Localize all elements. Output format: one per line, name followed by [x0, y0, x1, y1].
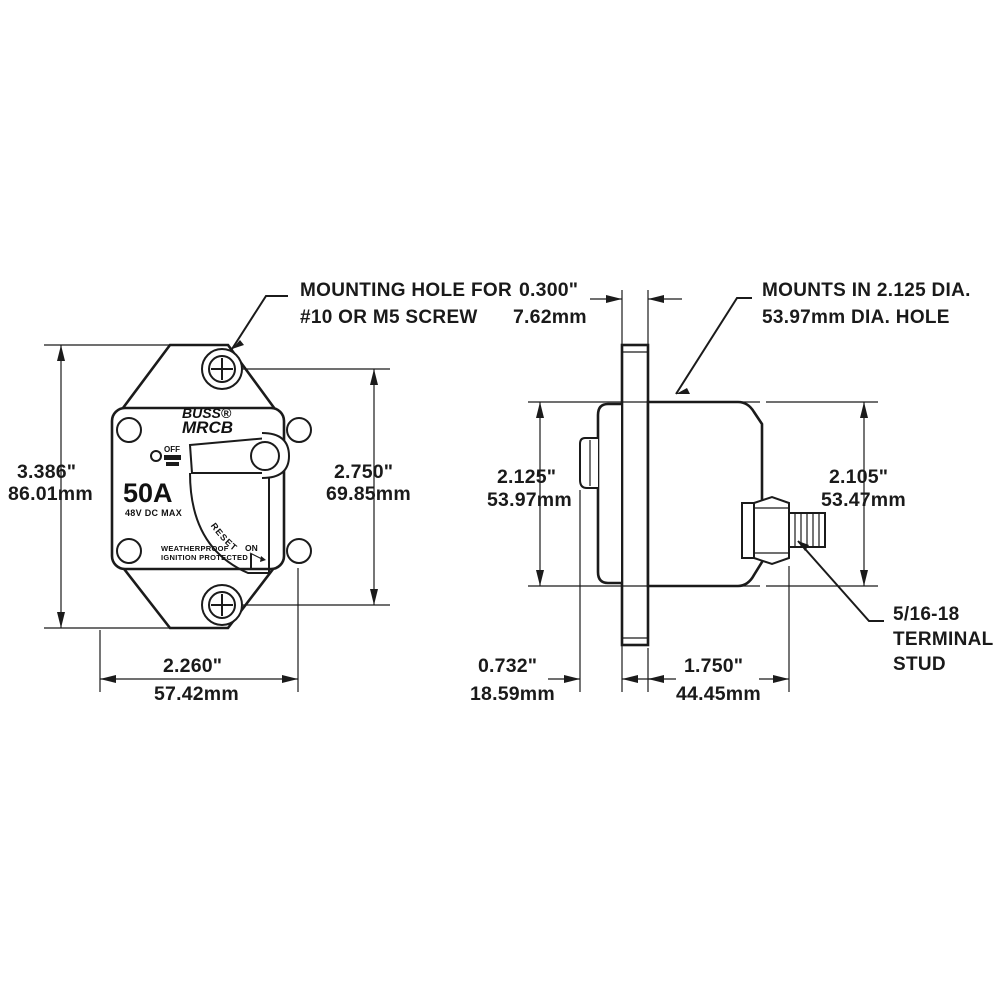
reset-lever-pivot: [250, 441, 280, 471]
dim-front-width-inch: 2.260": [163, 655, 222, 677]
arrow-front-height-bottom: [57, 612, 65, 628]
certification-line2: IGNITION PROTECTED: [161, 553, 248, 562]
dim-hole-spacing-mm: 69.85mm: [326, 483, 411, 505]
amp-rating-label: 50A: [123, 478, 173, 508]
leader-arrow-mounts-in: [676, 388, 690, 394]
leader-mounts-in: [675, 297, 752, 395]
side-flange: [620, 343, 650, 647]
dim-overall-height-mm: 53.47mm: [821, 489, 906, 511]
dim-front-height-mm: 86.01mm: [8, 483, 93, 505]
note-mounts-in-line1: MOUNTS IN 2.125 DIA.: [762, 280, 971, 301]
leader-mounting-hole: [231, 295, 288, 350]
arrow-flange-right: [648, 295, 664, 303]
dim-front-depth-inch: 0.732": [478, 655, 537, 677]
arrow-rear-depth-left: [648, 675, 664, 683]
on-label: ON: [245, 543, 258, 553]
reset-arrow-head: [260, 556, 266, 562]
dim-rear-depth-inch: 1.750": [684, 655, 743, 677]
dim-body-dia-mm: 53.97mm: [487, 489, 572, 511]
dim-overall-height-inch: 2.105": [829, 466, 888, 488]
side-view: [579, 343, 826, 647]
note-terminal-stud-line3: STUD: [893, 654, 946, 675]
note-terminal-stud-line2: TERMINAL: [893, 629, 994, 650]
arrow-body-dia-bottom: [536, 570, 544, 586]
reset-dial-skirt: [189, 472, 270, 574]
arrow-front-width-right: [282, 675, 298, 683]
off-indicator-bar: [164, 455, 181, 460]
certification-line1: WEATHERPROOF: [161, 544, 229, 553]
arrow-flange-left: [606, 295, 622, 303]
arrow-rear-depth-right: [773, 675, 789, 683]
arrow-front-depth-right: [622, 675, 638, 683]
note-mounting-hole-line2: #10 OR M5 SCREW: [300, 307, 478, 328]
arrow-front-width-left: [100, 675, 116, 683]
body-hole-top-left: [116, 417, 142, 443]
off-indicator-bar2: [166, 462, 179, 466]
arrow-hole-spacing-top: [370, 369, 378, 385]
mounts-in-callout: MOUNTS IN 2.125 DIA. 53.97mm DIA. HOLE: [675, 280, 971, 395]
off-indicator-dot: [150, 450, 162, 462]
brand-label: BUSS®: [182, 405, 232, 421]
dim-hole-spacing-inch: 2.750": [334, 461, 393, 483]
arrow-front-height-top: [57, 345, 65, 361]
arrow-overall-bottom: [860, 570, 868, 586]
front-view: RESET OFF ON BUSS® MRCB 50A 48V DC MAX W…: [110, 343, 312, 630]
front-view-dimensions: 3.386" 86.01mm 2.750" 69.85mm 2.260" 57.…: [8, 344, 411, 705]
off-label: OFF: [164, 445, 180, 454]
leader-terminal-stud: [797, 540, 884, 622]
note-mounts-in-line2: 53.97mm DIA. HOLE: [762, 307, 950, 328]
leader-arrow-terminal-stud: [798, 541, 809, 551]
note-terminal-stud-line1: 5/16-18: [893, 604, 960, 625]
body-hole-bottom-left: [116, 538, 142, 564]
side-view-dimensions: 0.300" 7.62mm 2.125" 53.97mm 2.105" 53.4…: [470, 279, 906, 705]
arrow-body-dia-top: [536, 402, 544, 418]
dim-body-dia-inch: 2.125": [497, 466, 556, 488]
dim-rear-depth-mm: 44.45mm: [676, 683, 761, 705]
side-front-cap: [596, 402, 622, 585]
mounting-hole-callout: MOUNTING HOLE FOR #10 OR M5 SCREW: [231, 280, 512, 350]
terminal-stud-callout: 5/16-18 TERMINAL STUD: [797, 540, 994, 675]
leader-arrow-mounting-hole: [232, 340, 244, 349]
side-reset-nose: [579, 437, 598, 489]
arrow-front-depth-left: [564, 675, 580, 683]
dim-front-height-inch: 3.386": [17, 461, 76, 483]
body-hole-top-right: [286, 417, 312, 443]
terminal-washer: [741, 502, 755, 559]
model-label: MRCB: [182, 418, 233, 437]
arrow-hole-spacing-bottom: [370, 589, 378, 605]
voltage-label: 48V DC MAX: [125, 508, 182, 518]
dim-front-width-mm: 57.42mm: [154, 683, 239, 705]
dim-flange-thickness-mm: 7.62mm: [513, 306, 587, 328]
arrow-overall-top: [860, 402, 868, 418]
dim-front-depth-mm: 18.59mm: [470, 683, 555, 705]
terminal-hex-nut: [753, 495, 790, 566]
body-hole-bottom-right: [286, 538, 312, 564]
note-mounting-hole-line1: MOUNTING HOLE FOR: [300, 280, 512, 301]
dim-flange-thickness-inch: 0.300": [519, 279, 578, 301]
